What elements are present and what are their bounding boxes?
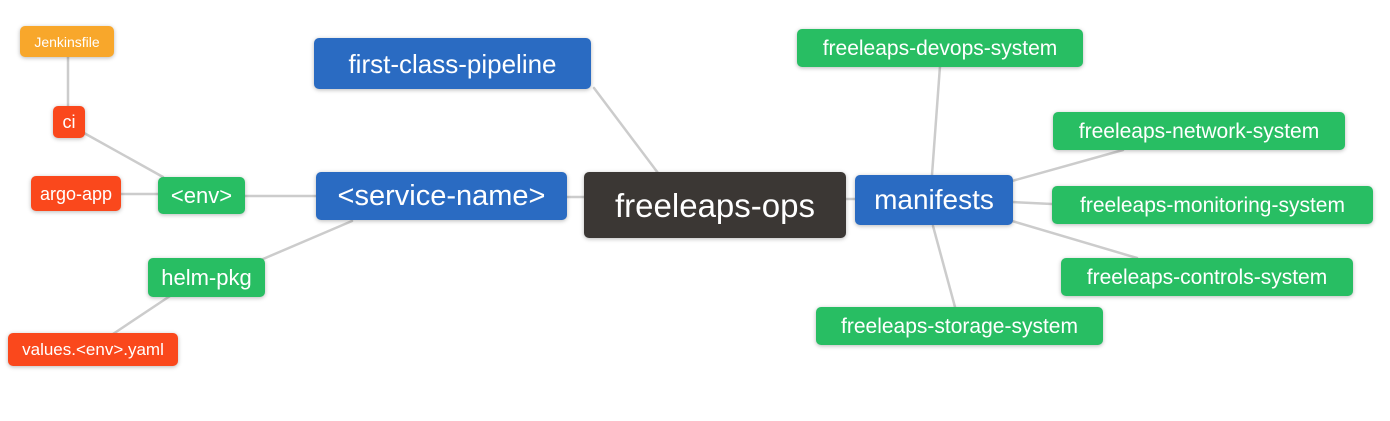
node-jenkinsfile[interactable]: Jenkinsfile — [20, 26, 114, 57]
node-freeleaps-monitoring-system[interactable]: freeleaps-monitoring-system — [1052, 186, 1373, 224]
edge-pipeline-root — [592, 86, 660, 175]
node-freeleaps-ops[interactable]: freeleaps-ops — [584, 172, 846, 238]
node-ci[interactable]: ci — [53, 106, 85, 138]
edge-manifests-monitoring — [1010, 200, 1054, 206]
node-first-class-pipeline[interactable]: first-class-pipeline — [314, 38, 591, 89]
node-freeleaps-devops-system[interactable]: freeleaps-devops-system — [797, 29, 1083, 67]
node-helm-pkg[interactable]: helm-pkg — [148, 258, 265, 297]
edge-helm-pkg-service-name — [261, 219, 354, 261]
edge-manifests-storage — [931, 224, 957, 309]
node-freeleaps-controls-system[interactable]: freeleaps-controls-system — [1061, 258, 1353, 296]
edge-manifests-network — [1010, 148, 1125, 183]
node-freeleaps-network-system[interactable]: freeleaps-network-system — [1053, 112, 1345, 150]
edge-values-helm-pkg — [111, 294, 172, 336]
edge-ci-env — [82, 131, 165, 179]
node-service-name[interactable]: <service-name> — [316, 172, 567, 220]
node-manifests[interactable]: manifests — [855, 175, 1013, 225]
node-argo-app[interactable]: argo-app — [31, 176, 121, 211]
node-freeleaps-storage-system[interactable]: freeleaps-storage-system — [816, 307, 1103, 345]
node-values-env-yaml[interactable]: values.<env>.yaml — [8, 333, 178, 366]
node-env[interactable]: <env> — [158, 177, 245, 214]
edge-manifests-controls — [1010, 219, 1139, 260]
edge-manifests-devops — [930, 64, 942, 177]
